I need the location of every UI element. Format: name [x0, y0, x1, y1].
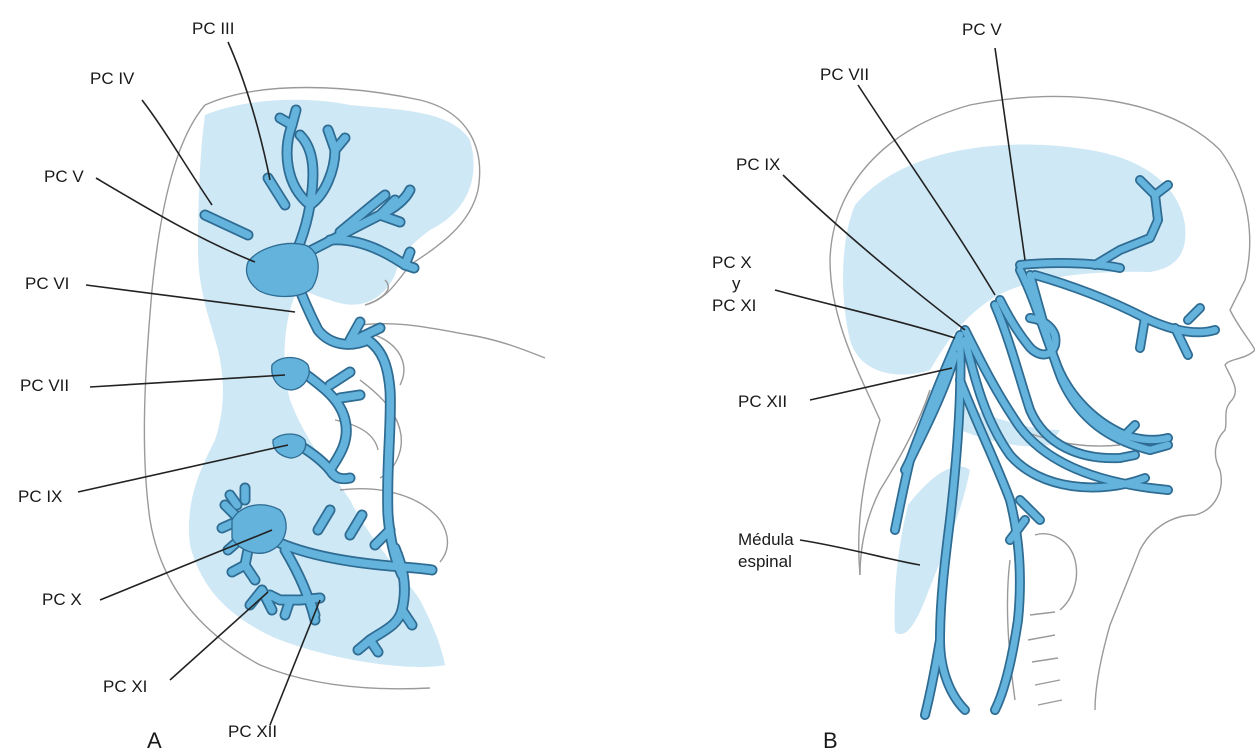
- label-pc-vii-b: PC VII: [820, 65, 869, 84]
- label-pc-iii: PC III: [192, 19, 235, 38]
- label-medula: Médula: [738, 530, 794, 549]
- panel-b: PC V PC VII PC IX PC X y PC XI PC XII Mé…: [712, 20, 1255, 753]
- label-y-b: y: [732, 274, 741, 293]
- label-espinal: espinal: [738, 552, 792, 571]
- label-pc-x: PC X: [42, 590, 82, 609]
- panel-letter-b: B: [823, 728, 838, 753]
- panel-b-shading: [843, 145, 1185, 635]
- label-pc-xii: PC XII: [228, 722, 277, 741]
- label-pc-v-b: PC V: [962, 20, 1002, 39]
- label-pc-v: PC V: [44, 167, 84, 186]
- panel-letter-a: A: [147, 728, 162, 753]
- label-pc-x-b: PC X: [712, 253, 752, 272]
- label-pc-vi: PC VI: [25, 274, 69, 293]
- label-pc-xii-b: PC XII: [738, 392, 787, 411]
- label-pc-iv: PC IV: [90, 69, 135, 88]
- label-pc-xi: PC XI: [103, 677, 147, 696]
- label-pc-ix-b: PC IX: [736, 155, 780, 174]
- label-pc-vii: PC VII: [20, 376, 69, 395]
- label-pc-xi-b: PC XI: [712, 296, 756, 315]
- label-pc-ix: PC IX: [18, 487, 62, 506]
- panel-a: PC III PC IV PC V PC VI PC VII PC IX PC …: [18, 19, 545, 753]
